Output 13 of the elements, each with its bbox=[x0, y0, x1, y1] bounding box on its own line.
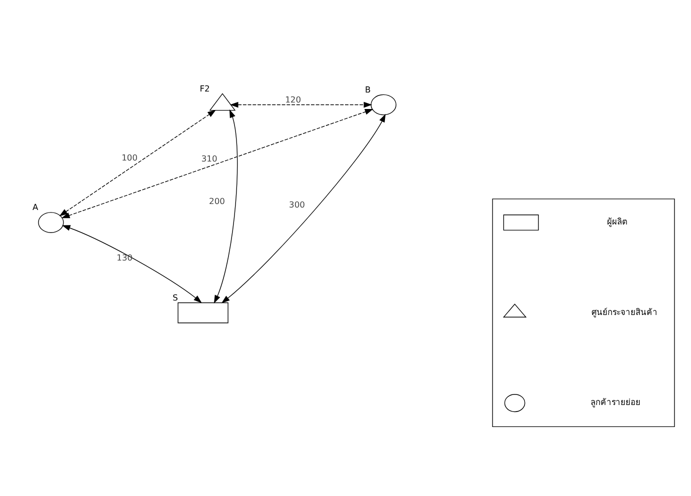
edge-label: 100 bbox=[122, 152, 138, 162]
edge-label: 130 bbox=[116, 252, 133, 262]
legend-label: ผู้ผลิต bbox=[606, 216, 627, 226]
edge-label: 200 bbox=[209, 196, 225, 206]
node-label: S bbox=[172, 292, 178, 302]
edge-label: 310 bbox=[201, 152, 218, 163]
node-label: F2 bbox=[200, 82, 210, 93]
edge-label: 300 bbox=[289, 198, 305, 209]
edge-label: 120 bbox=[285, 94, 302, 104]
legend-label: ศูนย์กระจายสินค้า bbox=[591, 306, 658, 316]
node-label: A bbox=[32, 202, 38, 212]
node-label: B bbox=[365, 84, 371, 94]
legend-label: ลูกค้ารายย่อย bbox=[590, 396, 640, 407]
